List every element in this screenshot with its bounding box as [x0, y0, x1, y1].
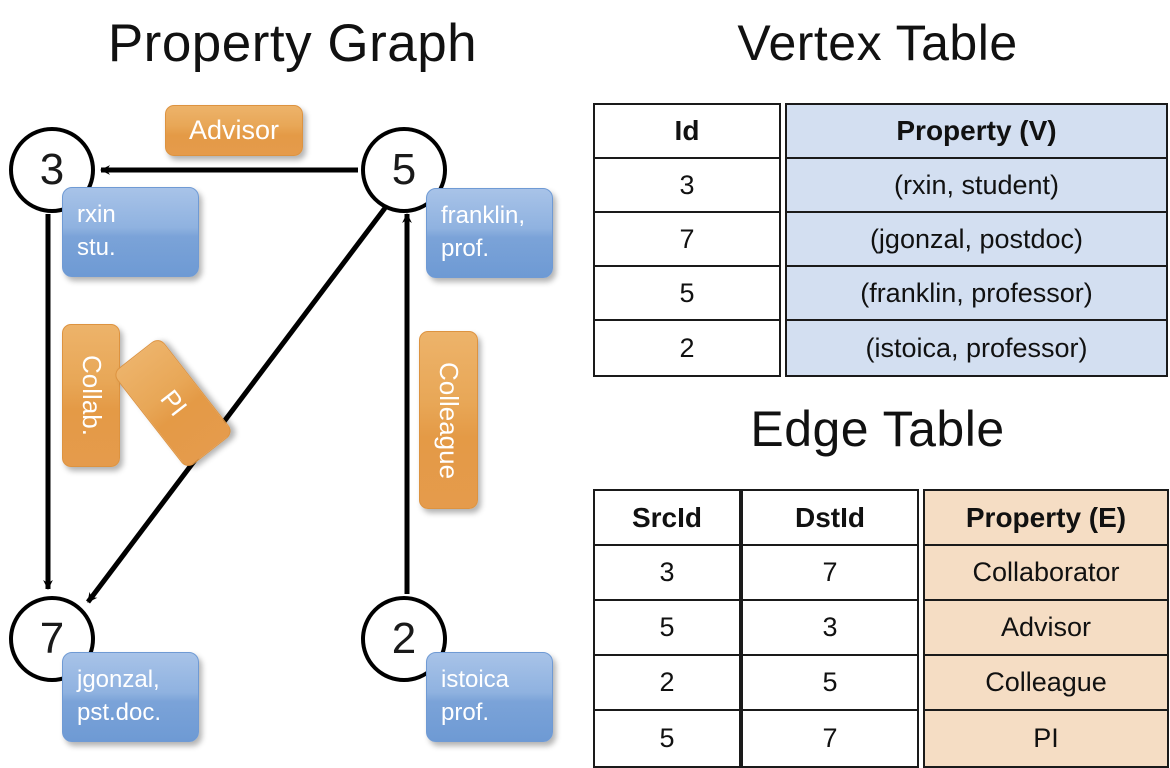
table-row: Advisor	[925, 601, 1167, 656]
edge-table-header-property: Property (E)	[925, 491, 1167, 546]
table-row: 2	[595, 656, 739, 711]
table-row: 3	[595, 159, 779, 213]
vertex-table-column-id: Id 3 7 5 2	[593, 103, 781, 377]
edge-label-colleague-text: Colleague	[434, 361, 464, 479]
table-row: 7	[743, 546, 917, 601]
vertex-property-box-2[interactable]: istoica prof.	[426, 652, 553, 742]
table-row: 5	[595, 267, 779, 321]
table-row: (franklin, professor)	[787, 267, 1166, 321]
vertex-table-column-property: Property (V) (rxin, student) (jgonzal, p…	[785, 103, 1168, 377]
edge-table-column-srcid: SrcId 3 5 2 5	[593, 489, 741, 768]
table-row: Colleague	[925, 656, 1167, 711]
property-graph-diagram: Advisor Collab. PI Colleague 3 5 7 2 rxi…	[0, 0, 585, 760]
table-row: 5	[743, 656, 917, 711]
vertex-property-box-7[interactable]: jgonzal, pst.doc.	[62, 652, 199, 742]
vertex-property-5-line1: franklin,	[441, 202, 526, 229]
page-title-vertex-table: Vertex Table	[737, 15, 1018, 71]
edge-arrow-5-to-7	[86, 206, 387, 604]
edge-table: SrcId 3 5 2 5 DstId 7 3 5 7 Property (E)…	[593, 489, 1169, 768]
vertex-property-3-line1: rxin	[77, 201, 116, 228]
vertex-property-5-line2: prof.	[441, 235, 490, 262]
table-row: PI	[1033, 723, 1059, 753]
edge-label-collab[interactable]: Collab.	[62, 324, 120, 467]
edge-label-collab-text: Collab.	[76, 355, 107, 436]
edge-table-header-dstid: DstId	[743, 491, 917, 546]
table-row: 7	[595, 213, 779, 267]
edge-label-colleague[interactable]: Colleague	[419, 331, 478, 509]
table-row: (istoica, professor)	[865, 332, 1088, 363]
page-title-property-graph: Property Graph	[107, 14, 478, 73]
table-row: Collaborator	[925, 546, 1167, 601]
table-row: (jgonzal, postdoc)	[787, 213, 1166, 267]
edge-table-column-property: Property (E) Collaborator Advisor Collea…	[923, 489, 1169, 768]
table-row: (rxin, student)	[787, 159, 1166, 213]
page-title-edge-table: Edge Table	[750, 401, 1005, 457]
vertex-property-2-line2: prof.	[441, 699, 490, 726]
edge-label-advisor[interactable]: Advisor	[165, 105, 303, 156]
table-row: 3	[595, 546, 739, 601]
table-row: 3	[743, 601, 917, 656]
vertex-property-3-line2: stu.	[77, 234, 116, 261]
graph-edge-arrows	[43, 165, 412, 604]
vertex-table: Id 3 7 5 2 Property (V) (rxin, student) …	[593, 103, 1168, 377]
vertex-node-2[interactable]: 2	[361, 596, 447, 682]
edge-label-pi-text: PI	[154, 383, 193, 422]
table-row: 2	[679, 332, 695, 363]
vertex-property-2-line1: istoica	[441, 666, 510, 693]
vertex-property-box-5[interactable]: franklin, prof.	[426, 188, 553, 278]
edge-table-column-dstid: DstId 7 3 5 7	[741, 489, 919, 768]
vertex-property-7-line2: pst.doc.	[77, 699, 162, 726]
vertex-property-box-3[interactable]: rxin stu.	[62, 187, 199, 277]
vertex-node-5[interactable]: 5	[361, 127, 447, 213]
edge-table-header-srcid: SrcId	[595, 491, 739, 546]
vertex-table-header-id: Id	[595, 105, 779, 159]
table-row: 5	[595, 601, 739, 656]
vertex-property-7-line1: jgonzal,	[77, 666, 160, 693]
edge-label-advisor-text: Advisor	[188, 115, 280, 145]
vertex-table-header-property: Property (V)	[787, 105, 1166, 159]
table-row: 5	[659, 723, 675, 753]
table-row: 7	[822, 723, 838, 753]
